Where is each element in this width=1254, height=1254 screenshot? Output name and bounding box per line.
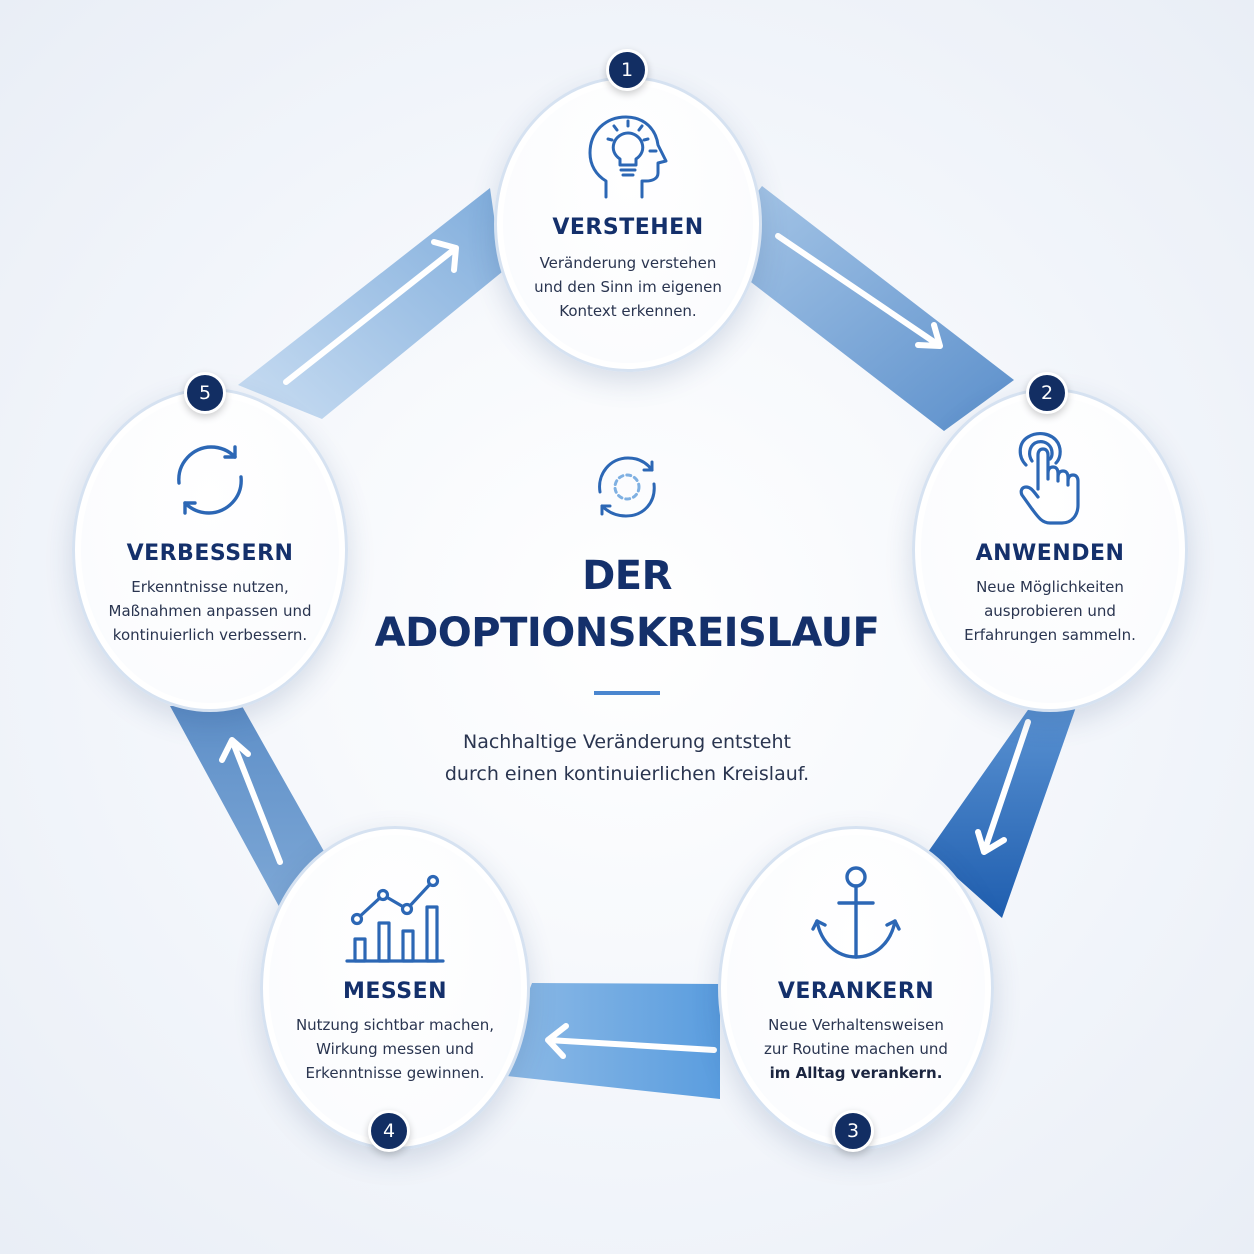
desc-line: Erfahrungen sammeln. — [964, 626, 1136, 644]
tap-hand-icon — [1018, 432, 1080, 525]
subtitle-line-1: Nachhaltige Veränderung entsteht — [463, 731, 791, 753]
step-messen: MESSEN Nutzung sichtbar machen, Wirkung … — [260, 826, 530, 1150]
step-description: Veränderung verstehen und den Sinn im ei… — [511, 251, 745, 323]
arrow-5-1 — [283, 239, 459, 385]
desc-line: Veränderung verstehen — [539, 254, 717, 272]
connector-band-4-5 — [170, 706, 330, 912]
step-number-badge: 2 — [1026, 372, 1068, 414]
arrow-4-5 — [219, 737, 283, 865]
step-title: VERBESSERN — [126, 541, 294, 566]
refresh-cycle-icon — [177, 445, 243, 515]
desc-line-bold: im Alltag verankern. — [769, 1064, 943, 1082]
bar-chart-icon — [345, 874, 445, 963]
step-title: MESSEN — [342, 979, 448, 1004]
page-subtitle: Nachhaltige Veränderung entsteht durch e… — [327, 726, 927, 790]
desc-line: ausprobieren und — [984, 602, 1116, 620]
step-number-badge: 5 — [184, 372, 226, 414]
desc-line: Neue Möglichkeiten — [976, 578, 1124, 596]
desc-line: kontinuierlich verbessern. — [112, 626, 308, 644]
step-title: ANWENDEN — [975, 541, 1125, 566]
step-verbessern: VERBESSERN Erkenntnisse nutzen, Maßnahme… — [72, 388, 348, 712]
step-description: Erkenntnisse nutzen, Maßnahmen anpassen … — [89, 575, 331, 647]
step-number-badge: 3 — [832, 1110, 874, 1152]
step-number-badge: 1 — [606, 49, 648, 91]
cycle-center-icon — [598, 456, 656, 518]
connector-band-5-1 — [238, 188, 502, 419]
arrow-1-2 — [775, 233, 943, 349]
connector-band-1-2 — [712, 186, 1014, 431]
desc-line: im Alltag verankern. — [735, 1061, 977, 1085]
desc-line: und den Sinn im eigenen — [534, 278, 722, 296]
title-line-2: ADOPTIONSKREISLAUF — [374, 610, 880, 656]
step-verstehen: VERSTEHEN Veränderung verstehen und den … — [494, 76, 762, 372]
subtitle-line-2: durch einen kontinuierlichen Kreislauf. — [444, 763, 810, 785]
step-description: Nutzung sichtbar machen, Wirkung messen … — [277, 1013, 513, 1085]
desc-line: Nutzung sichtbar machen, — [295, 1016, 495, 1034]
step-verankern: VERANKERN Neue Verhaltensweisen zur Rout… — [718, 826, 994, 1150]
desc-line: Wirkung messen und — [316, 1040, 474, 1058]
connector-band-2-3 — [928, 707, 1076, 918]
step-description: Neue Verhaltensweisen zur Routine machen… — [735, 1013, 977, 1085]
anchor-icon — [811, 866, 901, 959]
page-title: DER ADOPTIONSKREISLAUF — [327, 548, 927, 662]
title-line-1: DER — [582, 553, 672, 599]
step-number-badge: 4 — [368, 1110, 410, 1152]
desc-line: Erkenntnisse nutzen, — [131, 578, 289, 596]
title-divider — [594, 691, 660, 695]
step-title: VERSTEHEN — [552, 215, 704, 240]
head-lightbulb-icon — [588, 115, 668, 199]
arrow-2-3 — [975, 719, 1031, 855]
desc-line: Erkenntnisse gewinnen. — [305, 1064, 485, 1082]
step-description: Neue Möglichkeiten ausprobieren und Erfa… — [929, 575, 1171, 647]
desc-line: Maßnahmen anpassen und — [108, 602, 312, 620]
step-title: VERANKERN — [777, 979, 935, 1004]
arrow-3-4 — [545, 1023, 717, 1059]
desc-line: Neue Verhaltensweisen — [768, 1016, 944, 1034]
desc-line: zur Routine machen und — [764, 1040, 948, 1058]
step-anwenden: ANWENDEN Neue Möglichkeiten ausprobieren… — [912, 388, 1188, 712]
desc-line: Kontext erkennen. — [559, 302, 697, 320]
